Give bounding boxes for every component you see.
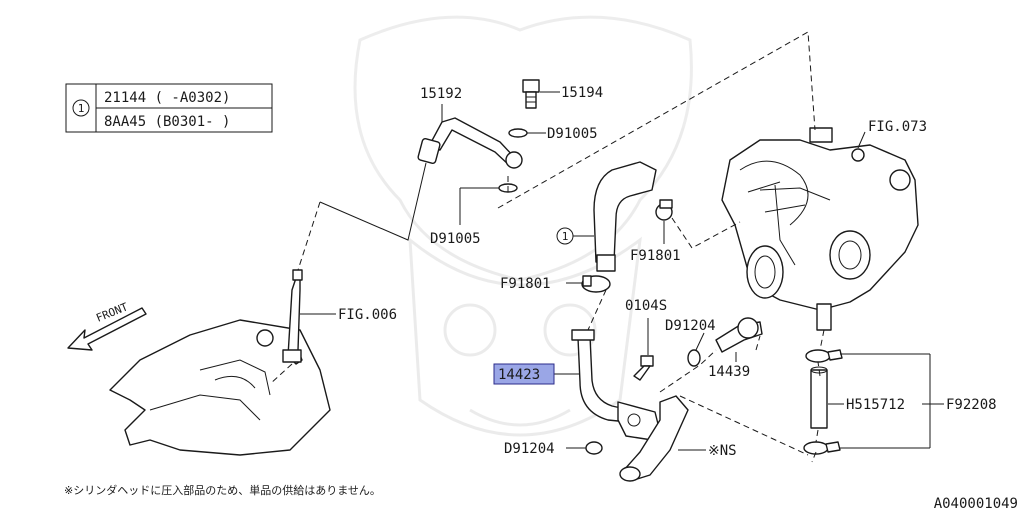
footnote: ※シリンダヘッドに圧入部品のため、単品の供給はありません。 <box>64 483 381 497</box>
legend-row-2: 8AA45 (B0301- ) <box>104 114 230 130</box>
leader-lines <box>300 91 944 451</box>
bolt-0104s <box>633 355 654 381</box>
fitting-ns <box>619 395 689 482</box>
front-arrow: FRONT <box>67 300 147 351</box>
oil-feed-pipe <box>282 269 303 365</box>
oil-pipe-15192 <box>417 117 523 169</box>
gasket-d91204-bottom <box>585 441 603 455</box>
highlight-14423-box <box>493 363 555 385</box>
union-bolt-14439 <box>715 317 763 353</box>
washer-d91005-top <box>508 128 528 138</box>
engine-block <box>109 319 331 456</box>
label-d91005-top: D91005 <box>547 126 598 142</box>
label-circle-1: 1 <box>562 230 569 243</box>
clamp-f91801-right <box>655 199 673 221</box>
watermark-logo <box>353 15 693 437</box>
label-15194: 15194 <box>561 85 603 101</box>
hose-h515712 <box>810 366 828 429</box>
turbocharger <box>721 127 919 331</box>
legend-table: 1 21144 ( -A0302) 8AA45 (B0301- ) <box>65 83 273 133</box>
legend-circle-number: 1 <box>78 102 85 115</box>
oil-return-pipe-14423 <box>571 329 661 441</box>
diagram-id: A040001049 <box>934 496 1018 512</box>
label-ns: ※NS <box>708 443 737 459</box>
oil-return-hose-21144 <box>593 161 657 272</box>
label-d91204-bottom: D91204 <box>504 441 555 457</box>
clip-f92208-bottom <box>803 441 841 455</box>
clamp-f91801-left <box>581 275 611 293</box>
label-d91005-bottom: D91005 <box>430 231 481 247</box>
label-f91801-right: F91801 <box>630 248 681 264</box>
clip-f92208-top <box>805 349 843 363</box>
label-14423: 14423 <box>498 367 540 383</box>
label-f91801-left: F91801 <box>500 276 551 292</box>
label-fig006: FIG.006 <box>338 307 397 323</box>
legend-row-1: 21144 ( -A0302) <box>104 90 230 106</box>
circle-1-marker <box>556 227 574 245</box>
label-15192: 15192 <box>420 86 462 102</box>
assembly-lines <box>269 31 825 463</box>
label-14439: 14439 <box>708 364 750 380</box>
label-fig073: FIG.073 <box>868 119 927 135</box>
bolt-15194 <box>522 79 540 109</box>
label-h515712: H515712 <box>846 397 905 413</box>
gasket-d91204-top <box>687 349 701 367</box>
label-d91204-top: D91204 <box>665 318 716 334</box>
label-0104s: 0104S <box>625 298 667 314</box>
label-f92208: F92208 <box>946 397 997 413</box>
